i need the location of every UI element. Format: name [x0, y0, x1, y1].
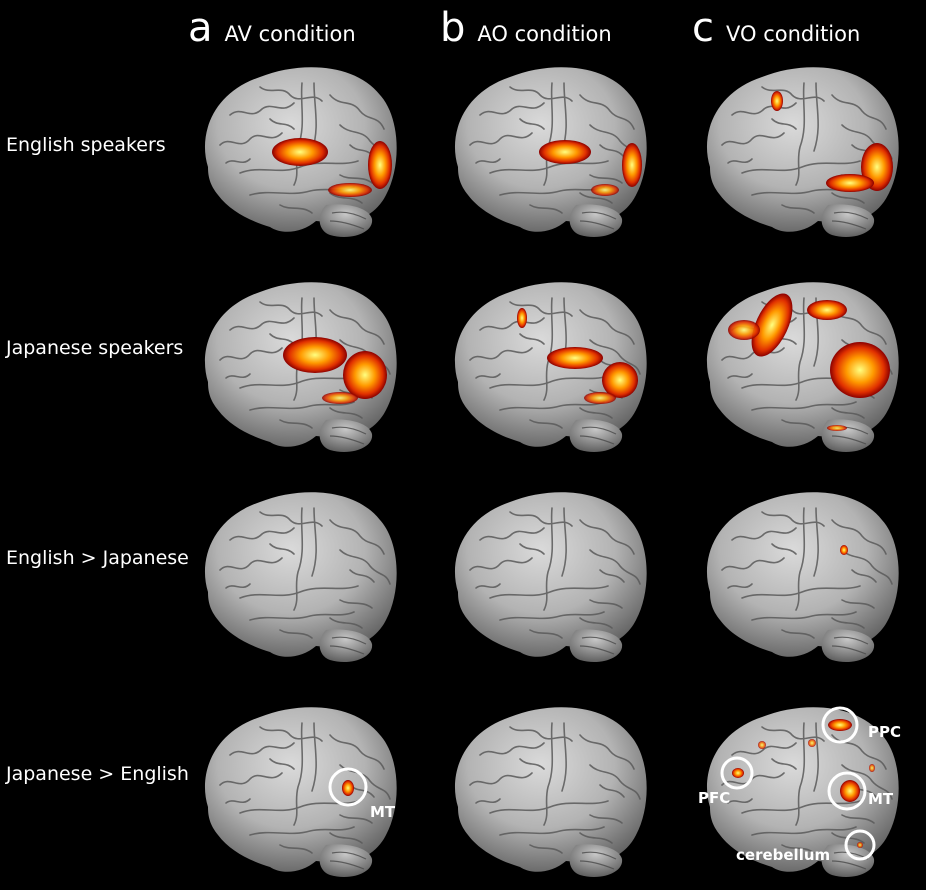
brain-en-vo: [692, 55, 912, 245]
column-header-av: a AV condition: [188, 8, 356, 48]
brain-en-ao: [440, 55, 660, 245]
row-label-japanese-gt-english: Japanese > English: [6, 763, 189, 785]
brain-en-gt-jp-vo: [692, 480, 912, 670]
row-label-english-speakers: English speakers: [6, 134, 166, 156]
roi-label-cerebellum: cerebellum: [736, 846, 831, 864]
brain-jp-gt-en-vo: PPC PFC MT cerebellum: [692, 695, 912, 885]
column-title: AO condition: [477, 22, 612, 46]
brain-jp-ao: [440, 270, 660, 460]
roi-label-pfc: PFC: [698, 789, 731, 807]
brain-en-gt-jp-av: [190, 480, 410, 670]
roi-label-ppc: PPC: [868, 723, 901, 741]
row-label-english-gt-japanese: English > Japanese: [6, 547, 189, 569]
row-label-japanese-speakers: Japanese speakers: [6, 337, 184, 359]
column-letter: c: [692, 5, 714, 51]
brain-jp-vo: [692, 270, 912, 460]
brain-en-av: [190, 55, 410, 245]
roi-label-mt: MT: [370, 803, 396, 821]
column-title: VO condition: [726, 22, 861, 46]
roi-label-mt: MT: [868, 790, 894, 808]
brain-jp-gt-en-ao: [440, 695, 660, 885]
column-title: AV condition: [224, 22, 356, 46]
column-letter: a: [188, 5, 213, 51]
brain-en-gt-jp-ao: [440, 480, 660, 670]
brain-jp-av: [190, 270, 410, 460]
brain-jp-gt-en-av: MT: [190, 695, 410, 885]
column-letter: b: [440, 5, 466, 51]
column-header-ao: b AO condition: [440, 8, 612, 48]
column-header-vo: c VO condition: [692, 8, 860, 48]
